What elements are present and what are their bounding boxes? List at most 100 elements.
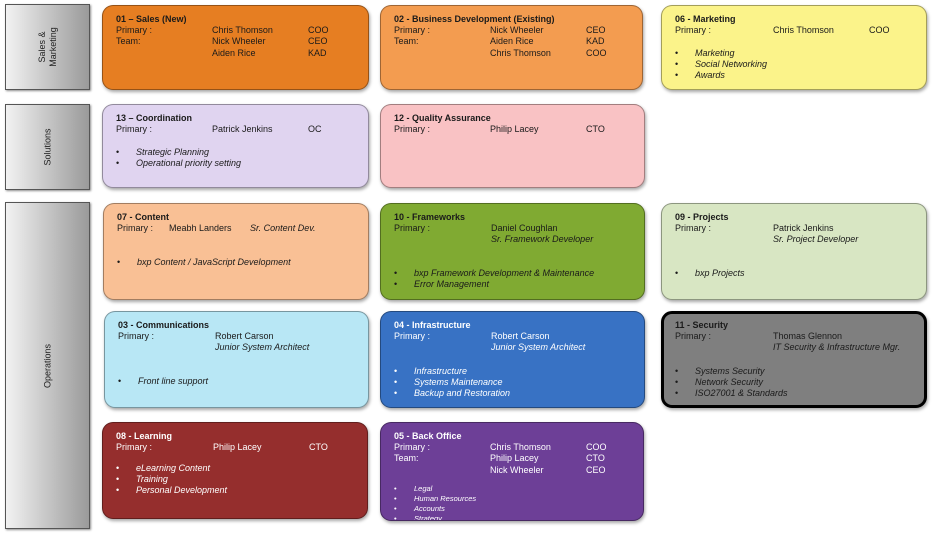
box-title: 03 - Communications — [118, 320, 210, 330]
person-role: KAD — [308, 47, 327, 58]
box-title: 13 – Coordination — [116, 113, 193, 123]
person-role: CEO — [586, 464, 606, 475]
person-row: IT Security & Infrastructure Mgr. — [675, 342, 924, 353]
box-title: 10 - Frameworks — [394, 212, 466, 222]
person-name: Philip Lacey — [490, 453, 539, 464]
person-role: Junior System Architect — [215, 342, 310, 353]
person-name: Chris Thomson — [773, 25, 834, 36]
section-operations: Operations — [5, 202, 90, 529]
person-row: Junior System Architect — [394, 342, 644, 353]
person-name: Thomas Glennon — [773, 331, 843, 342]
section-label-solutions: Solutions — [42, 128, 52, 166]
responsibility-list: Front line support — [118, 376, 368, 387]
responsibility-list: LegalHuman ResourcesAccountsStrategy — [394, 484, 643, 520]
responsibility-item: bxp Framework Development & Maintenance — [394, 268, 644, 279]
section-label-operations: Operations — [42, 343, 52, 388]
responsibility-list: bxp Framework Development & MaintenanceE… — [394, 268, 644, 290]
responsibility-item: Error Management — [394, 279, 644, 290]
person-row: Primary : Patrick Jenkins — [675, 223, 926, 234]
person-role: Sr. Framework Developer — [491, 234, 594, 245]
person-name: Nick Wheeler — [490, 25, 544, 36]
row-label: Team: — [394, 36, 419, 47]
person-role: Sr. Content Dev. — [250, 223, 316, 234]
row-label: Primary : — [675, 331, 711, 342]
responsibility-item: Strategy — [394, 514, 643, 520]
person-name: Patrick Jenkins — [773, 223, 834, 234]
person-name: Nick Wheeler — [490, 464, 544, 475]
person-row: Sr. Framework Developer — [394, 234, 644, 245]
row-label: Primary : — [116, 442, 152, 453]
responsibility-item: Backup and Restoration — [394, 388, 644, 399]
responsibility-item: Human Resources — [394, 494, 643, 504]
responsibility-item: Accounts — [394, 504, 643, 514]
responsibility-list: InfrastructureSystems MaintenanceBackup … — [394, 366, 644, 399]
person-name: Meabh Landers — [169, 223, 232, 234]
responsibility-item: Systems Maintenance — [394, 377, 644, 388]
person-role: COO — [308, 25, 329, 36]
person-role: CTO — [309, 442, 328, 453]
row-label: Primary : — [116, 124, 152, 135]
person-row: Primary : Thomas Glennon — [675, 331, 924, 342]
row-label: Primary : — [394, 223, 430, 234]
person-role: Junior System Architect — [491, 342, 586, 353]
person-name: Philip Lacey — [213, 442, 262, 453]
responsibility-item: Network Security — [675, 377, 924, 388]
person-role: IT Security & Infrastructure Mgr. — [773, 342, 901, 353]
responsibility-item: Infrastructure — [394, 366, 644, 377]
person-role: COO — [869, 25, 890, 36]
person-name: Daniel Coughlan — [491, 223, 558, 234]
row-label: Primary : — [394, 331, 430, 342]
responsibility-item: bxp Projects — [675, 268, 926, 279]
box-title: 06 - Marketing — [675, 14, 736, 24]
responsibility-item: Training — [116, 474, 367, 485]
person-row: Primary :Robert Carson — [394, 331, 644, 342]
section-label-sales-marketing: Sales & Marketing — [36, 27, 58, 67]
box-title: 12 - Quality Assurance — [394, 113, 491, 123]
row-label: Primary : — [118, 331, 154, 342]
row-label: Team: — [116, 36, 141, 47]
responsibility-item: bxp Content / JavaScript Development — [117, 257, 368, 268]
person-row: Primary : Chris Thomson COO — [675, 25, 926, 36]
person-name: Aiden Rice — [490, 36, 534, 47]
person-row: Chris Thomson COO — [394, 48, 642, 59]
responsibility-item: Marketing — [675, 48, 926, 59]
box-title: 02 - Business Development (Existing) — [394, 14, 555, 24]
person-name: Chris Thomson — [490, 47, 551, 58]
responsibility-item: Systems Security — [675, 366, 924, 377]
responsibility-item: Personal Development — [116, 485, 367, 496]
responsibility-item: Legal — [394, 484, 643, 494]
responsibility-list: bxp Content / JavaScript Development — [117, 257, 368, 268]
person-role: CTO — [586, 453, 605, 464]
person-role: COO — [586, 47, 607, 58]
row-label: Primary : — [675, 223, 711, 234]
row-label: Primary : — [675, 25, 711, 36]
row-label: Primary : — [394, 124, 430, 135]
person-row: Primary : Philip Lacey CTO — [116, 442, 367, 453]
person-role: OC — [308, 124, 322, 135]
person-row: Aiden Rice KAD — [116, 48, 368, 59]
person-name: Chris Thomson — [490, 442, 551, 453]
person-row: Primary :Robert Carson — [118, 331, 368, 342]
responsibility-list: MarketingSocial NetworkingAwards — [675, 48, 926, 81]
person-role: Sr. Project Developer — [773, 234, 859, 245]
box-title: 08 - Learning — [116, 431, 173, 441]
box-business-development: 02 - Business Development (Existing)Prim… — [380, 5, 643, 90]
responsibility-item: Operational priority setting — [116, 158, 368, 169]
person-name: Aiden Rice — [212, 47, 256, 58]
person-role: CTO — [586, 124, 605, 135]
responsibility-item: Strategic Planning — [116, 147, 368, 158]
person-row: Primary : Daniel Coughlan — [394, 223, 644, 234]
person-name: Nick Wheeler — [212, 36, 266, 47]
